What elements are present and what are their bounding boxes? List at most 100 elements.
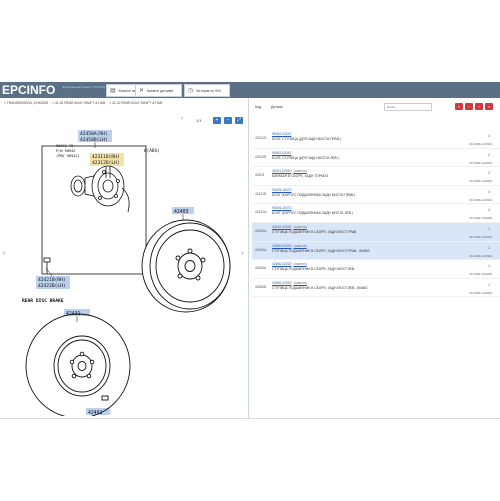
- callout-label[interactable]: 42450A(RH): [80, 131, 108, 137]
- row-date: 01/1990-12/2002: [469, 179, 492, 184]
- row-part-number[interactable]: 42450-02020(замена): [272, 280, 307, 285]
- callout-label[interactable]: 42450B(LH): [80, 137, 108, 143]
- callout-label[interactable]: 42422B(LH): [38, 283, 66, 289]
- row-part-number[interactable]: 42460-02020(замена): [272, 262, 307, 267]
- row-code: 42460A: [255, 266, 267, 271]
- breadcrumb-item[interactable]: > 41-02 REAR AXLE SHAFT & HUB: [52, 101, 106, 105]
- row-qty: 1: [488, 226, 490, 231]
- row-date: 01/1990-12/2002: [469, 290, 492, 295]
- page-total: 1: [199, 118, 202, 123]
- prev-page-button[interactable]: ‹: [465, 103, 473, 110]
- label-bg: [64, 309, 90, 316]
- zoom-in-button[interactable]: +: [213, 117, 221, 124]
- app-logo: EPCINFO: [2, 83, 56, 97]
- callout-label: (PNC 90942): [56, 154, 80, 158]
- row-qty: 4: [488, 134, 490, 138]
- tab-label: Каталог запчастей: [118, 88, 148, 93]
- row-part-name: БОЛТ (КОРПУС ПОДШИПНИКА ЗАДН МОСТА ПРАВ.…: [272, 192, 356, 197]
- row-code: 42450A: [255, 247, 267, 252]
- chevron-left-icon[interactable]: ‹: [181, 116, 183, 122]
- next-diagram-icon[interactable]: ›: [241, 250, 244, 257]
- table-row[interactable]: 42460A 42460-02020(замена) СТУПИЦА ПОДШИ…: [252, 260, 500, 279]
- row-code: 42311G: [255, 136, 267, 140]
- row-part-number[interactable]: 90105-10470: [272, 187, 292, 192]
- row-qty: 4: [488, 189, 490, 194]
- row-code: 42421B: [255, 191, 267, 196]
- fit-button[interactable]: ⤢: [235, 117, 243, 124]
- row-part-number[interactable]: 42410-02020(замена): [272, 224, 307, 229]
- callout-label: 90942-75: [56, 144, 73, 148]
- table-row-selected[interactable]: 42450A 42450-02020(замена) СТУПИЦА ПОДШИ…: [252, 241, 500, 261]
- callout-label: P/N 90942: [56, 149, 75, 153]
- row-code: 42403: [255, 173, 265, 178]
- row-part-number[interactable]: 42450-02020(замена): [272, 243, 307, 248]
- table-row[interactable]: 42422A 90105-10470 БОЛТ (КОРПУС ПОДШИПНИ…: [252, 204, 500, 223]
- parts-search-input[interactable]: [384, 103, 432, 111]
- row-date: 01/1990-12/2002: [469, 253, 492, 258]
- label-bg: [86, 408, 110, 415]
- row-qty: 2: [488, 171, 490, 176]
- table-row[interactable]: 42403 42431-02020(замена) БАРАБАН В СБОР…: [252, 167, 500, 186]
- clock-icon: ◷: [188, 87, 194, 94]
- row-qty: 4: [488, 152, 490, 157]
- breadcrumb-item[interactable]: < TRANSMISSION, CHASSIS: [4, 101, 49, 105]
- row-code: 42450A: [255, 228, 267, 233]
- row-part-number[interactable]: 90942-02047: [272, 132, 292, 136]
- tools-icon: ✕: [139, 87, 145, 94]
- row-part-name: БОЛТ (КОРПУС ПОДШИПНИКА ЗАДН МОСТА ЛЕВ.): [272, 211, 353, 216]
- tab-label: История по VIN: [196, 88, 221, 93]
- tab-details-catalog[interactable]: ✕ Каталог деталей: [135, 84, 182, 97]
- label-bg: [90, 153, 124, 166]
- callout-label[interactable]: 42311D(RH): [92, 154, 120, 160]
- row-qty: 4: [488, 208, 490, 213]
- label-bg: [36, 276, 70, 289]
- column-header-code[interactable]: Код: [255, 105, 262, 109]
- row-qty: 1: [488, 245, 490, 250]
- row-tag: (замена): [293, 169, 307, 174]
- row-part-number[interactable]: 90105-10470: [272, 206, 292, 211]
- row-part-name: СТУПИЦА ПОДШИПНИК В СБОРЕ, ЗАДН МОСТ.ПРА…: [272, 248, 370, 253]
- row-qty: 1: [488, 282, 490, 287]
- column-header-part[interactable]: Деталь: [271, 105, 283, 109]
- table-row[interactable]: 42421B 90105-10470 БОЛТ (КОРПУС ПОДШИПНИ…: [252, 186, 500, 205]
- callout-label[interactable]: 42421B(RH): [38, 277, 66, 283]
- row-date: 01/1990-12/2002: [469, 142, 492, 146]
- row-code: 42422A: [255, 210, 267, 215]
- bolt-drawing: [43, 257, 51, 274]
- row-part-name: СТУПИЦА ПОДШИПНИК В СБОРЕ, ЗАДН МОСТ.ПРА…: [272, 229, 358, 234]
- parts-list-header: Код Деталь « ‹ › »: [252, 101, 500, 113]
- row-tag: (замена): [293, 243, 307, 248]
- table-row[interactable]: 42311G 90942-02047 БОЛТ, СТУПИЦА (ДЛЯ ЗА…: [252, 130, 500, 149]
- row-part-name: СТУПИЦА ПОДШИПНИК В СБОРЕ, ЗАДН МОСТ.ЛЕВ…: [272, 285, 368, 290]
- parts-nav-buttons: « ‹ › »: [455, 103, 493, 110]
- disc-brake-drawing: [25, 313, 131, 416]
- row-date: 01/1990-12/2002: [469, 160, 492, 165]
- hub-assembly-drawing: [70, 165, 130, 213]
- row-tag: (замена): [293, 280, 307, 285]
- table-row[interactable]: 42312B 90942-02047 БОЛТ, СТУПИЦА (ДЛЯ ЗА…: [252, 149, 500, 168]
- callout-label[interactable]: 42312D(LH): [92, 160, 120, 166]
- row-part-number[interactable]: 42431-02020(замена): [272, 169, 307, 174]
- diagram-toolbar: + − ⤢: [213, 117, 243, 124]
- row-qty: 1: [488, 264, 490, 269]
- callout-label[interactable]: 42491: [88, 410, 103, 416]
- footer-area: [0, 418, 500, 501]
- first-page-button[interactable]: «: [455, 103, 463, 110]
- last-page-button[interactable]: »: [485, 103, 493, 110]
- row-tag: (замена): [293, 224, 307, 229]
- row-date: 01/1990-04/2002: [469, 234, 492, 239]
- parts-table: 42311G 90942-02047 БОЛТ, СТУПИЦА (ДЛЯ ЗА…: [252, 130, 500, 298]
- zoom-out-button[interactable]: −: [224, 117, 232, 124]
- section-title: REAR DISC BRAKE: [22, 298, 64, 304]
- callout-label[interactable]: 42403: [174, 209, 189, 215]
- row-part-number[interactable]: 90942-02047: [272, 150, 292, 155]
- table-row[interactable]: 42460B 42450-02020(замена) СТУПИЦА ПОДШИ…: [252, 279, 500, 298]
- label-bg: [78, 130, 112, 142]
- next-page-button[interactable]: ›: [475, 103, 483, 110]
- table-row-selected[interactable]: 42450A 42410-02020(замена) СТУПИЦА ПОДШИ…: [252, 222, 500, 242]
- prev-diagram-icon[interactable]: ‹: [3, 250, 6, 257]
- tab-vin-history[interactable]: ◷ История по VIN: [184, 84, 230, 97]
- page-indicator: 1/1: [196, 118, 202, 123]
- row-part-name: БОЛТ, СТУПИЦА (ДЛЯ ЗАДН МОСТА ПРАВ.): [272, 137, 341, 141]
- breadcrumb-item[interactable]: > 41-02 REAR AXLE SHAFT & HUB: [109, 101, 163, 105]
